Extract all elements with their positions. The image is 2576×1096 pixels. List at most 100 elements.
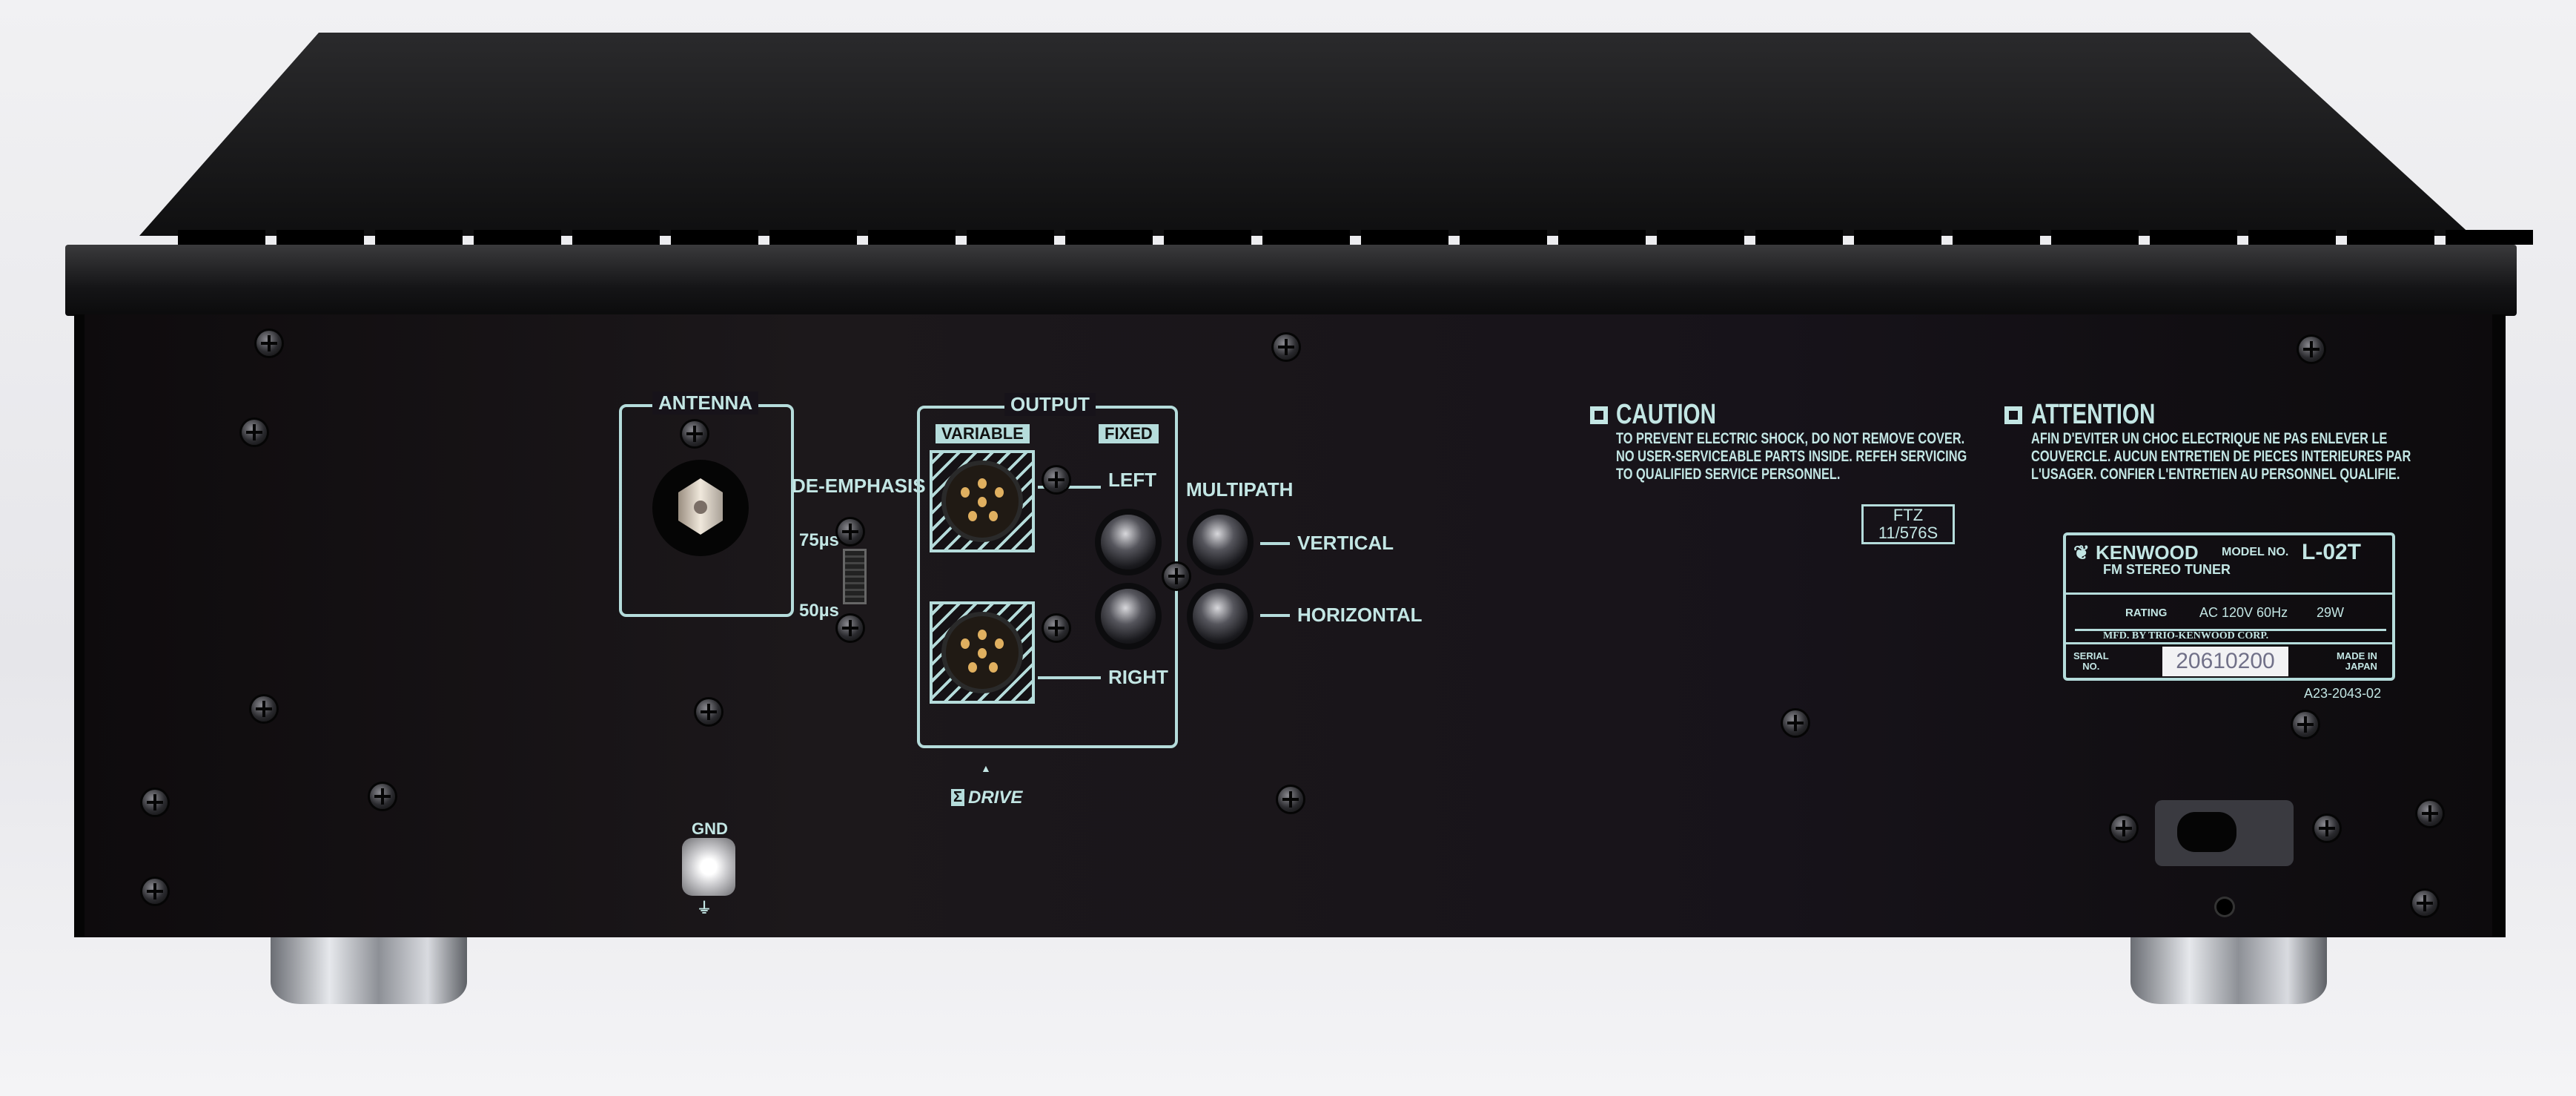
left-label: LEFT bbox=[1108, 469, 1156, 491]
din-pin bbox=[978, 497, 987, 507]
din-pin bbox=[989, 662, 998, 673]
de-emphasis-label: DE-EMPHASIS bbox=[792, 475, 926, 497]
vent-slot bbox=[1558, 230, 1646, 245]
part-number: A23-2043-02 bbox=[2304, 686, 2382, 701]
screw-icon bbox=[1044, 467, 1069, 492]
fixed-output-right-jack[interactable] bbox=[1101, 589, 1156, 644]
vent-slot bbox=[868, 230, 956, 245]
vertical-label: VERTICAL bbox=[1297, 532, 1394, 554]
antenna-label: ANTENNA bbox=[652, 392, 759, 415]
product-type: FM STEREO TUNER bbox=[2103, 562, 2231, 577]
multipath-vertical-jack[interactable] bbox=[1193, 515, 1248, 570]
screw-icon bbox=[838, 615, 863, 641]
screw-icon bbox=[696, 699, 721, 724]
variable-output-left-din[interactable] bbox=[930, 450, 1035, 552]
vent-slot bbox=[1361, 230, 1448, 245]
vent-slot bbox=[1755, 230, 1843, 245]
de-emphasis-50us: 50µs bbox=[799, 601, 839, 621]
drive-label: DRIVE bbox=[968, 788, 1023, 808]
vent-slot bbox=[2347, 230, 2434, 245]
vent-slot bbox=[375, 230, 463, 245]
din-pin bbox=[995, 638, 1004, 649]
vent-slot bbox=[178, 230, 265, 245]
screw-icon bbox=[142, 879, 168, 904]
horizontal-label: HORIZONTAL bbox=[1297, 604, 1423, 626]
din-pin bbox=[978, 478, 987, 489]
vent-slot bbox=[2051, 230, 2139, 245]
top-cover bbox=[139, 33, 2533, 245]
ground-icon: ⏚ bbox=[697, 900, 712, 917]
screw-icon bbox=[838, 519, 863, 544]
screw-icon bbox=[2299, 337, 2324, 362]
screw-icon bbox=[1783, 710, 1808, 736]
variable-label: VARIABLE bbox=[936, 424, 1030, 443]
vent-slot bbox=[1657, 230, 1744, 245]
output-label: OUTPUT bbox=[1004, 393, 1096, 416]
din-pin bbox=[961, 638, 970, 649]
din-pin bbox=[989, 511, 998, 521]
rear-panel bbox=[74, 314, 2506, 937]
caution-square-icon bbox=[1590, 406, 1608, 424]
de-emphasis-75us: 75µs bbox=[799, 530, 839, 550]
fixed-output-left-jack[interactable] bbox=[1101, 515, 1156, 570]
screw-icon bbox=[682, 421, 707, 446]
screw-icon bbox=[2111, 816, 2136, 841]
attention-title: ATTENTION bbox=[2031, 399, 2156, 430]
screw-icon bbox=[2293, 712, 2318, 737]
drive-marker: ▲ bbox=[981, 762, 991, 774]
right-label: RIGHT bbox=[1108, 666, 1168, 688]
multipath-horizontal-jack[interactable] bbox=[1193, 589, 1248, 644]
din-pin bbox=[978, 630, 987, 640]
screw-icon bbox=[142, 790, 168, 815]
manufacturer: MFD. BY TRIO-KENWOOD CORP. bbox=[2103, 630, 2269, 641]
screw-icon bbox=[251, 696, 277, 722]
multipath-label: MULTIPATH bbox=[1186, 478, 1294, 501]
screw-icon bbox=[2412, 891, 2437, 916]
screw-icon bbox=[256, 331, 282, 356]
caution-text: TO PREVENT ELECTRIC SHOCK, DO NOT REMOVE… bbox=[1616, 430, 1967, 483]
attention-text: AFIN D'EVITER UN CHOC ELECTRIQUE NE PAS … bbox=[2031, 430, 2411, 483]
screw-icon bbox=[1278, 787, 1303, 812]
vent-slot bbox=[967, 230, 1054, 245]
brand: KENWOOD bbox=[2096, 541, 2199, 564]
gnd-label: GND bbox=[692, 819, 728, 838]
kenwood-logo-icon: ❦ bbox=[2073, 541, 2090, 564]
vent-slot bbox=[1854, 230, 1941, 245]
vent-slot bbox=[2248, 230, 2336, 245]
serial-number: 20610200 bbox=[2162, 647, 2288, 676]
screw-icon bbox=[1164, 564, 1189, 589]
vent-slot bbox=[671, 230, 758, 245]
rating-value: AC 120V 60Hz bbox=[2199, 605, 2288, 620]
caution-title: CAUTION bbox=[1616, 399, 1717, 430]
attention-square-icon bbox=[2004, 406, 2022, 424]
rating-label: RATING bbox=[2125, 607, 2168, 619]
power-value: 29W bbox=[2317, 605, 2345, 620]
vent-slot bbox=[277, 230, 364, 245]
sigma-icon: Σ bbox=[951, 789, 965, 806]
fixed-label: FIXED bbox=[1099, 424, 1159, 443]
fuse-hole bbox=[2216, 899, 2233, 915]
screw-icon bbox=[370, 784, 395, 809]
foot-right bbox=[2130, 936, 2327, 1004]
vent-slot bbox=[2446, 230, 2533, 245]
vent-slot bbox=[1953, 230, 2040, 245]
din-pin bbox=[978, 648, 987, 658]
de-emphasis-switch[interactable] bbox=[843, 549, 867, 604]
screw-icon bbox=[2417, 801, 2443, 826]
gnd-terminal[interactable] bbox=[682, 838, 735, 896]
screw-icon bbox=[2314, 816, 2340, 841]
rating-plate: ❦ KENWOOD MODEL NO. L-02T FM STEREO TUNE… bbox=[2063, 532, 2395, 681]
vent-slot bbox=[1164, 230, 1251, 245]
antenna-connector[interactable] bbox=[652, 460, 749, 556]
din-pin bbox=[961, 487, 970, 498]
model-number: L-02T bbox=[2302, 540, 2362, 564]
ac-inlet[interactable] bbox=[2155, 800, 2294, 866]
variable-output-right-din[interactable] bbox=[930, 601, 1035, 704]
screw-icon bbox=[1044, 615, 1069, 641]
cabinet-edge bbox=[65, 245, 2517, 316]
screw-icon bbox=[242, 420, 267, 445]
din-pin bbox=[995, 487, 1004, 498]
